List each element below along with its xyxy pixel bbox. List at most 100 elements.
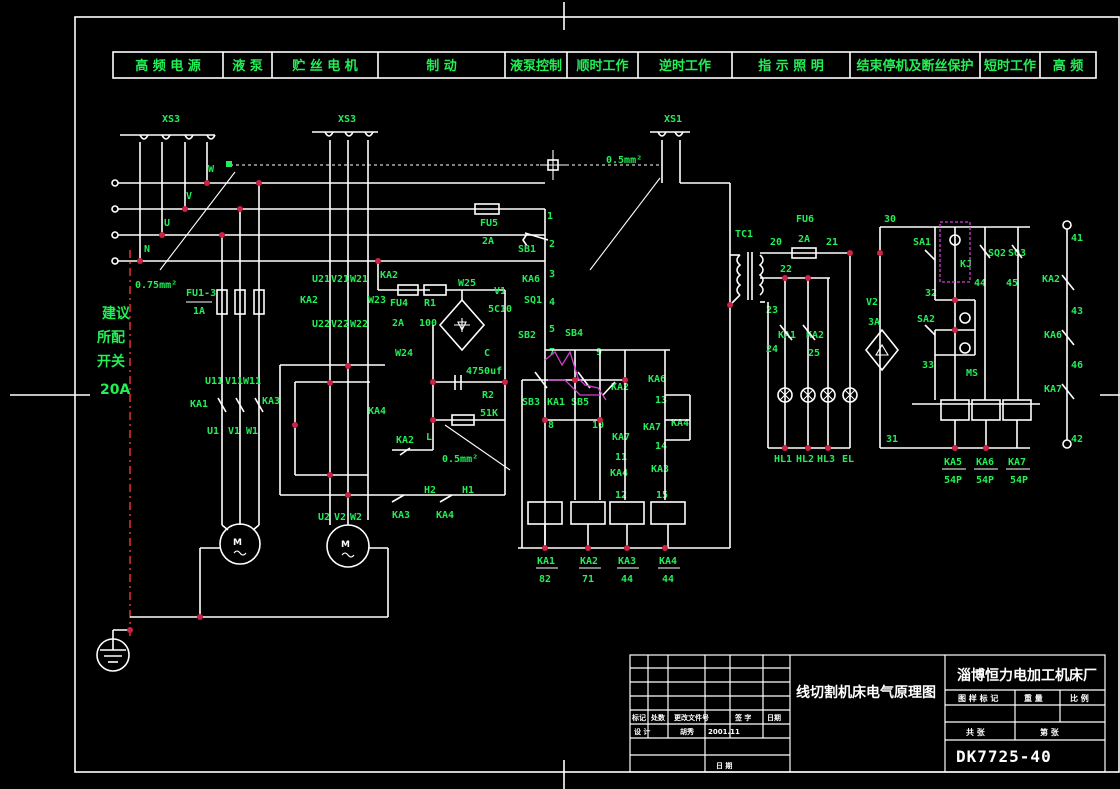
hf-contacts: 41 KA2 43 KA6 46 KA7 42 [1042, 220, 1083, 449]
svg-text:KA2: KA2 [396, 435, 414, 446]
svg-text:W2: W2 [350, 512, 362, 523]
svg-text:SB5: SB5 [571, 397, 589, 408]
svg-text:U: U [164, 218, 170, 229]
svg-text:H2: H2 [424, 485, 436, 496]
svg-text:W21: W21 [350, 274, 368, 285]
svg-text:日 期: 日 期 [716, 761, 732, 770]
svg-text:23: 23 [766, 305, 778, 316]
svg-text:KA4: KA4 [659, 556, 677, 567]
power-input-section: XS3 W V U N 0.75mm² [111, 114, 660, 291]
svg-text:W1: W1 [246, 426, 258, 437]
junction-dot [256, 180, 262, 186]
header-cell: 指 示 照 明 [758, 58, 824, 74]
svg-text:KA4: KA4 [610, 468, 628, 479]
svg-text:W25: W25 [458, 278, 476, 289]
svg-text:0.75mm²: 0.75mm² [135, 280, 177, 291]
svg-text:13: 13 [655, 395, 667, 406]
junction-dot [662, 545, 668, 551]
svg-text:21: 21 [826, 237, 838, 248]
svg-text:SB4: SB4 [565, 328, 583, 339]
svg-text:图 样 标 记: 图 样 标 记 [958, 693, 998, 703]
svg-text:U11: U11 [205, 376, 223, 387]
svg-text:KA2: KA2 [611, 382, 629, 393]
svg-text:KJ: KJ [960, 259, 972, 270]
svg-text:日期: 日期 [767, 713, 781, 722]
brake-circuit: KA2 FU4 2A R1 100 W25 V1 5C10 W24 C 4750… [377, 261, 512, 495]
svg-text:33: 33 [922, 360, 934, 371]
junction-dot [327, 380, 333, 386]
junction-dot [204, 180, 210, 186]
svg-text:KA7: KA7 [612, 432, 630, 443]
junction-dot [597, 417, 603, 423]
svg-text:25: 25 [808, 348, 820, 359]
svg-text:TC1: TC1 [735, 229, 753, 240]
header-cell: 高 频 电 源 [135, 58, 201, 74]
svg-text:V21: V21 [331, 274, 349, 285]
svg-text:KA2: KA2 [806, 330, 824, 341]
svg-text:20: 20 [770, 237, 782, 248]
svg-text:重 量: 重 量 [1024, 693, 1043, 703]
svg-text:XS1: XS1 [664, 114, 682, 125]
header-cell: 制 动 [426, 58, 457, 74]
svg-text:100: 100 [419, 318, 437, 329]
control-circuit: XS1 0.5mm² FU5 2A SB1 1 2 KA6 3 SQ1 4 SB… [474, 114, 731, 585]
junction-dot [375, 258, 381, 264]
junction-dot [805, 445, 811, 451]
junction-dot [847, 250, 853, 256]
junction-dot [622, 377, 628, 383]
svg-text:KA6: KA6 [1044, 330, 1062, 341]
svg-text:5C10: 5C10 [488, 304, 512, 315]
svg-text:3: 3 [549, 269, 555, 280]
svg-text:54P: 54P [944, 475, 962, 486]
svg-text:44: 44 [621, 574, 633, 585]
svg-text:开关: 开关 [97, 353, 125, 370]
svg-text:HL2: HL2 [796, 454, 814, 465]
svg-text:SQ3: SQ3 [1008, 248, 1026, 259]
lamp-icon [800, 387, 816, 403]
header-cell: 液 泵 [232, 58, 263, 74]
junction-dot [572, 377, 578, 383]
lighting-circuit: TC1 20 FU6 2A 21 22 23 KA1 KA2 24 25 HL1… [729, 214, 858, 465]
svg-text:8: 8 [548, 420, 554, 431]
svg-text:43: 43 [1071, 306, 1083, 317]
svg-text:V2: V2 [334, 512, 346, 523]
junction-dot [237, 206, 243, 212]
svg-text:30: 30 [884, 214, 896, 225]
svg-text:R1: R1 [424, 298, 436, 309]
junction-dot [585, 545, 591, 551]
svg-text:10: 10 [592, 420, 604, 431]
svg-text:W23: W23 [368, 295, 386, 306]
svg-text:M: M [233, 538, 242, 548]
svg-text:2001.11: 2001.11 [708, 728, 740, 736]
svg-text:HL1: HL1 [774, 454, 792, 465]
svg-text:KA3: KA3 [262, 396, 280, 407]
svg-text:KA7: KA7 [643, 422, 661, 433]
svg-text:U21: U21 [312, 274, 330, 285]
lamp-icon [820, 387, 836, 403]
junction-dot [542, 417, 548, 423]
junction-dot [542, 545, 548, 551]
svg-text:L: L [426, 432, 432, 443]
header-cell: 逆时工作 [659, 58, 711, 74]
header-cell: 贮 丝 电 机 [291, 58, 358, 74]
coil-ka3 [609, 501, 645, 525]
junction-dot [345, 492, 351, 498]
svg-text:XS3: XS3 [338, 114, 356, 125]
junction-dot [624, 545, 630, 551]
junction-dot [219, 232, 225, 238]
svg-text:W22: W22 [350, 319, 368, 330]
fuses-fu1-3: FU1-3 1A U11 V11 W11 KA1 U1 V1 W1 M [186, 183, 265, 565]
svg-text:W11: W11 [243, 376, 261, 387]
svg-text:KA1: KA1 [547, 397, 565, 408]
svg-text:SB3: SB3 [522, 397, 540, 408]
lamp-icon [777, 387, 793, 403]
svg-text:44: 44 [662, 574, 674, 585]
header-cell: 顺时工作 [576, 58, 628, 74]
header-cell: 高 频 [1053, 58, 1084, 74]
junction-dot [345, 363, 351, 369]
coil-ka5 [940, 399, 970, 421]
junction-dot [805, 275, 811, 281]
svg-text:31: 31 [886, 434, 898, 445]
svg-text:U2: U2 [318, 512, 330, 523]
